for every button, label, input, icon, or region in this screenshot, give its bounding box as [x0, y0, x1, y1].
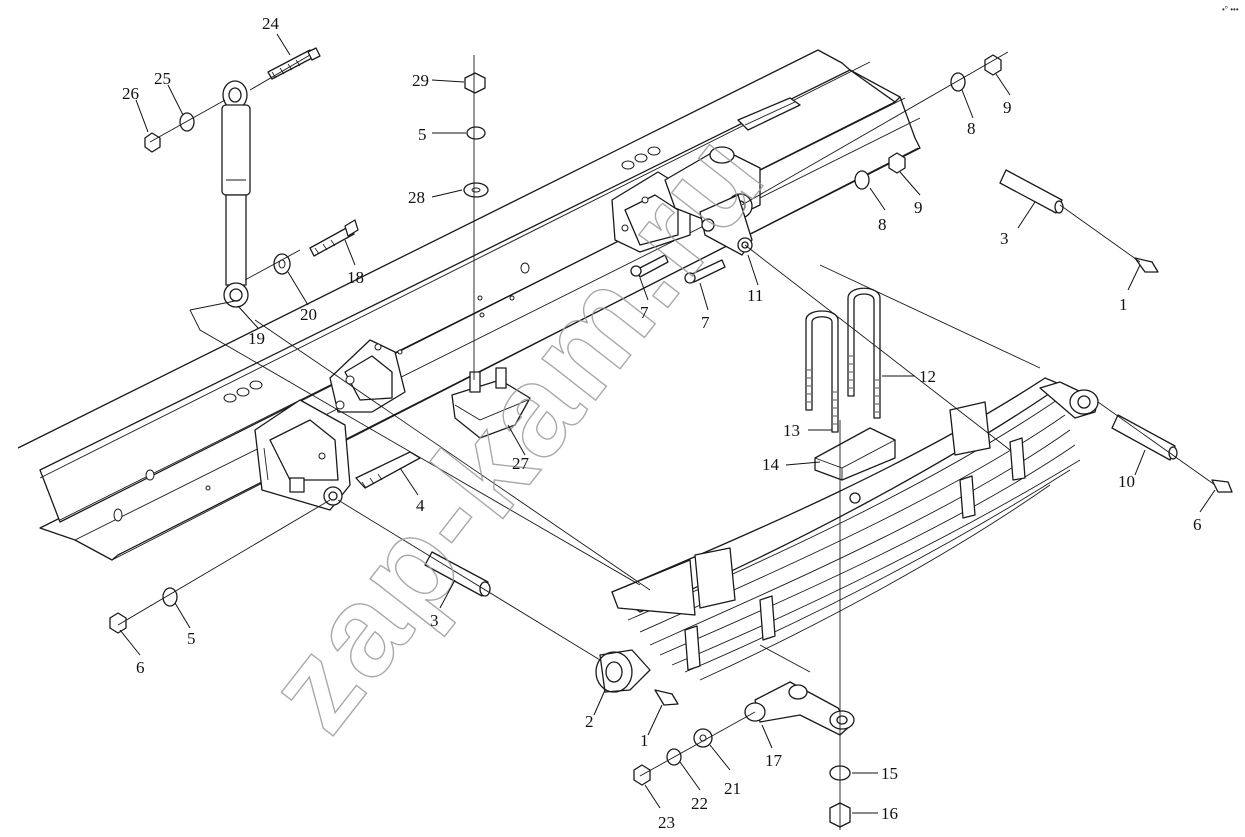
- callout-8: 8: [878, 215, 887, 234]
- assembly-lines: [117, 51, 1216, 830]
- callout-labels: 1 1 2 3 3 4 5 5 6 6 7 7 8 8 9 9 10 11 12…: [122, 14, 1202, 832]
- callout-16: 16: [881, 804, 898, 823]
- callout-21: 21: [724, 779, 741, 798]
- callout-17: 17: [765, 751, 783, 770]
- callout-27: 27: [512, 454, 530, 473]
- callout-5: 5: [418, 125, 427, 144]
- callout-14: 14: [762, 455, 780, 474]
- callout-23: 23: [658, 813, 675, 832]
- callout-25: 25: [154, 69, 171, 88]
- callout-20: 20: [300, 305, 317, 324]
- callout-5: 5: [187, 629, 196, 648]
- callout-8: 8: [967, 119, 976, 138]
- front-spring-bracket: [254, 399, 351, 511]
- bolts: [267, 47, 1233, 706]
- callout-6: 6: [1193, 515, 1202, 534]
- callout-13: 13: [783, 421, 800, 440]
- bump-stop: [451, 367, 531, 439]
- callout-19: 19: [248, 329, 265, 348]
- callout-7: 7: [640, 303, 649, 322]
- leaf-spring: [595, 377, 1099, 693]
- spring-pad: [814, 427, 896, 504]
- callout-9: 9: [1003, 98, 1012, 117]
- callout-3: 3: [430, 611, 439, 630]
- callout-28: 28: [408, 188, 425, 207]
- callout-12: 12: [919, 367, 936, 386]
- callout-11: 11: [747, 286, 763, 305]
- callout-24: 24: [262, 14, 280, 33]
- callout-2: 2: [585, 712, 594, 731]
- rear-spring-bracket: [611, 146, 761, 256]
- callout-3: 3: [1000, 229, 1009, 248]
- callout-26: 26: [122, 84, 139, 103]
- callout-leaders: [119, 33, 1216, 814]
- corner-mark: •° •••: [1222, 5, 1239, 14]
- callout-10: 10: [1118, 472, 1135, 491]
- callout-22: 22: [691, 794, 708, 813]
- u-bolts: [805, 287, 881, 433]
- callout-1: 1: [640, 731, 649, 750]
- cross-bracket: [329, 339, 406, 413]
- callout-6: 6: [136, 658, 145, 677]
- callout-15: 15: [881, 764, 898, 783]
- callout-4: 4: [416, 496, 425, 515]
- callout-1: 1: [1119, 295, 1128, 314]
- callout-7: 7: [701, 313, 710, 332]
- callout-9: 9: [914, 198, 923, 217]
- shock-absorber: [221, 80, 251, 308]
- callout-18: 18: [347, 268, 364, 287]
- callout-29: 29: [412, 71, 429, 90]
- stabilizer-link: [744, 681, 855, 736]
